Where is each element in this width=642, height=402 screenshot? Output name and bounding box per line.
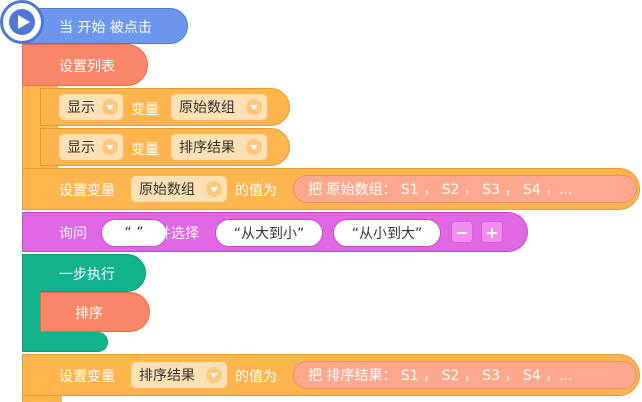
- step-block-arm: [22, 290, 40, 340]
- ask-choose-label: 并选择: [157, 226, 199, 242]
- show-action-label-1: 显示: [67, 100, 95, 116]
- chevron-down-icon: [246, 99, 262, 115]
- list-join-value-1: 把 原始数组： S1 ， S2 ， S3 ， S4 ，...: [308, 182, 573, 198]
- ask-option-text-2: “从小到大”: [351, 226, 423, 242]
- show-variable-dropdown-2[interactable]: 排序结果: [171, 134, 267, 160]
- add-option-button[interactable]: +: [481, 221, 503, 243]
- chevron-down-icon: [102, 139, 118, 155]
- show-variable-dropdown-1[interactable]: 原始数组: [171, 94, 267, 120]
- remove-option-button[interactable]: −: [451, 221, 473, 243]
- set-list-label: 设置列表: [59, 59, 115, 75]
- list-join-value-2: 把 排序结果： S1 ， S2 ， S3 ， S4 ，...: [308, 368, 573, 384]
- chevron-down-icon: [206, 181, 222, 197]
- set-variable-dropdown-2[interactable]: 排序结果: [131, 362, 227, 388]
- set-list-block[interactable]: 设置列表: [22, 44, 148, 86]
- plus-icon: +: [485, 222, 499, 242]
- ask-option-input-2[interactable]: “从小到大”: [333, 219, 441, 247]
- show-variable-block-2[interactable]: 显示 变量 排序结果: [40, 128, 290, 166]
- set-variable-suffix-2: 的值为: [235, 369, 277, 385]
- event-block[interactable]: 当 开始 被点击: [22, 8, 188, 44]
- chevron-down-icon: [102, 99, 118, 115]
- show-action-label-2: 显示: [67, 140, 95, 156]
- show-variable-label-1: 原始数组: [179, 100, 235, 116]
- set-variable-suffix-1: 的值为: [235, 183, 277, 199]
- show-variable-label-2: 排序结果: [179, 140, 235, 156]
- show-keyword-1: 变量: [131, 102, 159, 118]
- set-variable-name-1: 原始数组: [139, 182, 195, 198]
- chevron-down-icon: [206, 367, 222, 383]
- show-action-dropdown-2[interactable]: 显示: [59, 134, 123, 160]
- step-block-label: 一步执行: [59, 267, 115, 283]
- list-join-operator-1[interactable]: 把 原始数组： S1 ， S2 ， S3 ， S4 ，...: [293, 175, 637, 203]
- ask-option-text-1: “从大到小”: [233, 226, 305, 242]
- event-block-label: 当 开始 被点击: [59, 20, 152, 36]
- sort-block[interactable]: 排序: [40, 292, 150, 332]
- ask-question-input[interactable]: “ ”: [101, 219, 167, 247]
- ask-option-input-1[interactable]: “从大到小”: [215, 219, 323, 247]
- ask-block[interactable]: 询问 “ ” 并选择 “从大到小” “从小到大” − +: [22, 212, 528, 252]
- list-join-operator-2[interactable]: 把 排序结果： S1 ， S2 ， S3 ， S4 ，...: [293, 361, 637, 389]
- set-variable-prefix-1: 设置变量: [59, 183, 115, 199]
- sort-block-label: 排序: [75, 306, 103, 322]
- set-variable-block-2[interactable]: 设置变量 排序结果 的值为 把 排序结果： S1 ， S2 ， S3 ， S4 …: [22, 354, 640, 396]
- ask-label: 询问: [59, 226, 87, 242]
- play-icon[interactable]: [0, 0, 44, 44]
- chevron-down-icon: [246, 139, 262, 155]
- set-variable-name-2: 排序结果: [139, 368, 195, 384]
- show-variable-block-1[interactable]: 显示 变量 原始数组: [40, 88, 290, 126]
- stack-tail: [22, 396, 62, 402]
- ask-question-text: “ ”: [124, 225, 144, 241]
- set-variable-dropdown-1[interactable]: 原始数组: [131, 176, 227, 202]
- step-block[interactable]: 一步执行: [22, 254, 146, 292]
- set-variable-block-1[interactable]: 设置变量 原始数组 的值为 把 原始数组： S1 ， S2 ， S3 ， S4 …: [22, 168, 640, 210]
- minus-icon: −: [455, 222, 469, 242]
- show-action-dropdown-1[interactable]: 显示: [59, 94, 123, 120]
- show-keyword-2: 变量: [131, 142, 159, 158]
- set-variable-prefix-2: 设置变量: [59, 369, 115, 385]
- step-block-foot: [22, 332, 108, 352]
